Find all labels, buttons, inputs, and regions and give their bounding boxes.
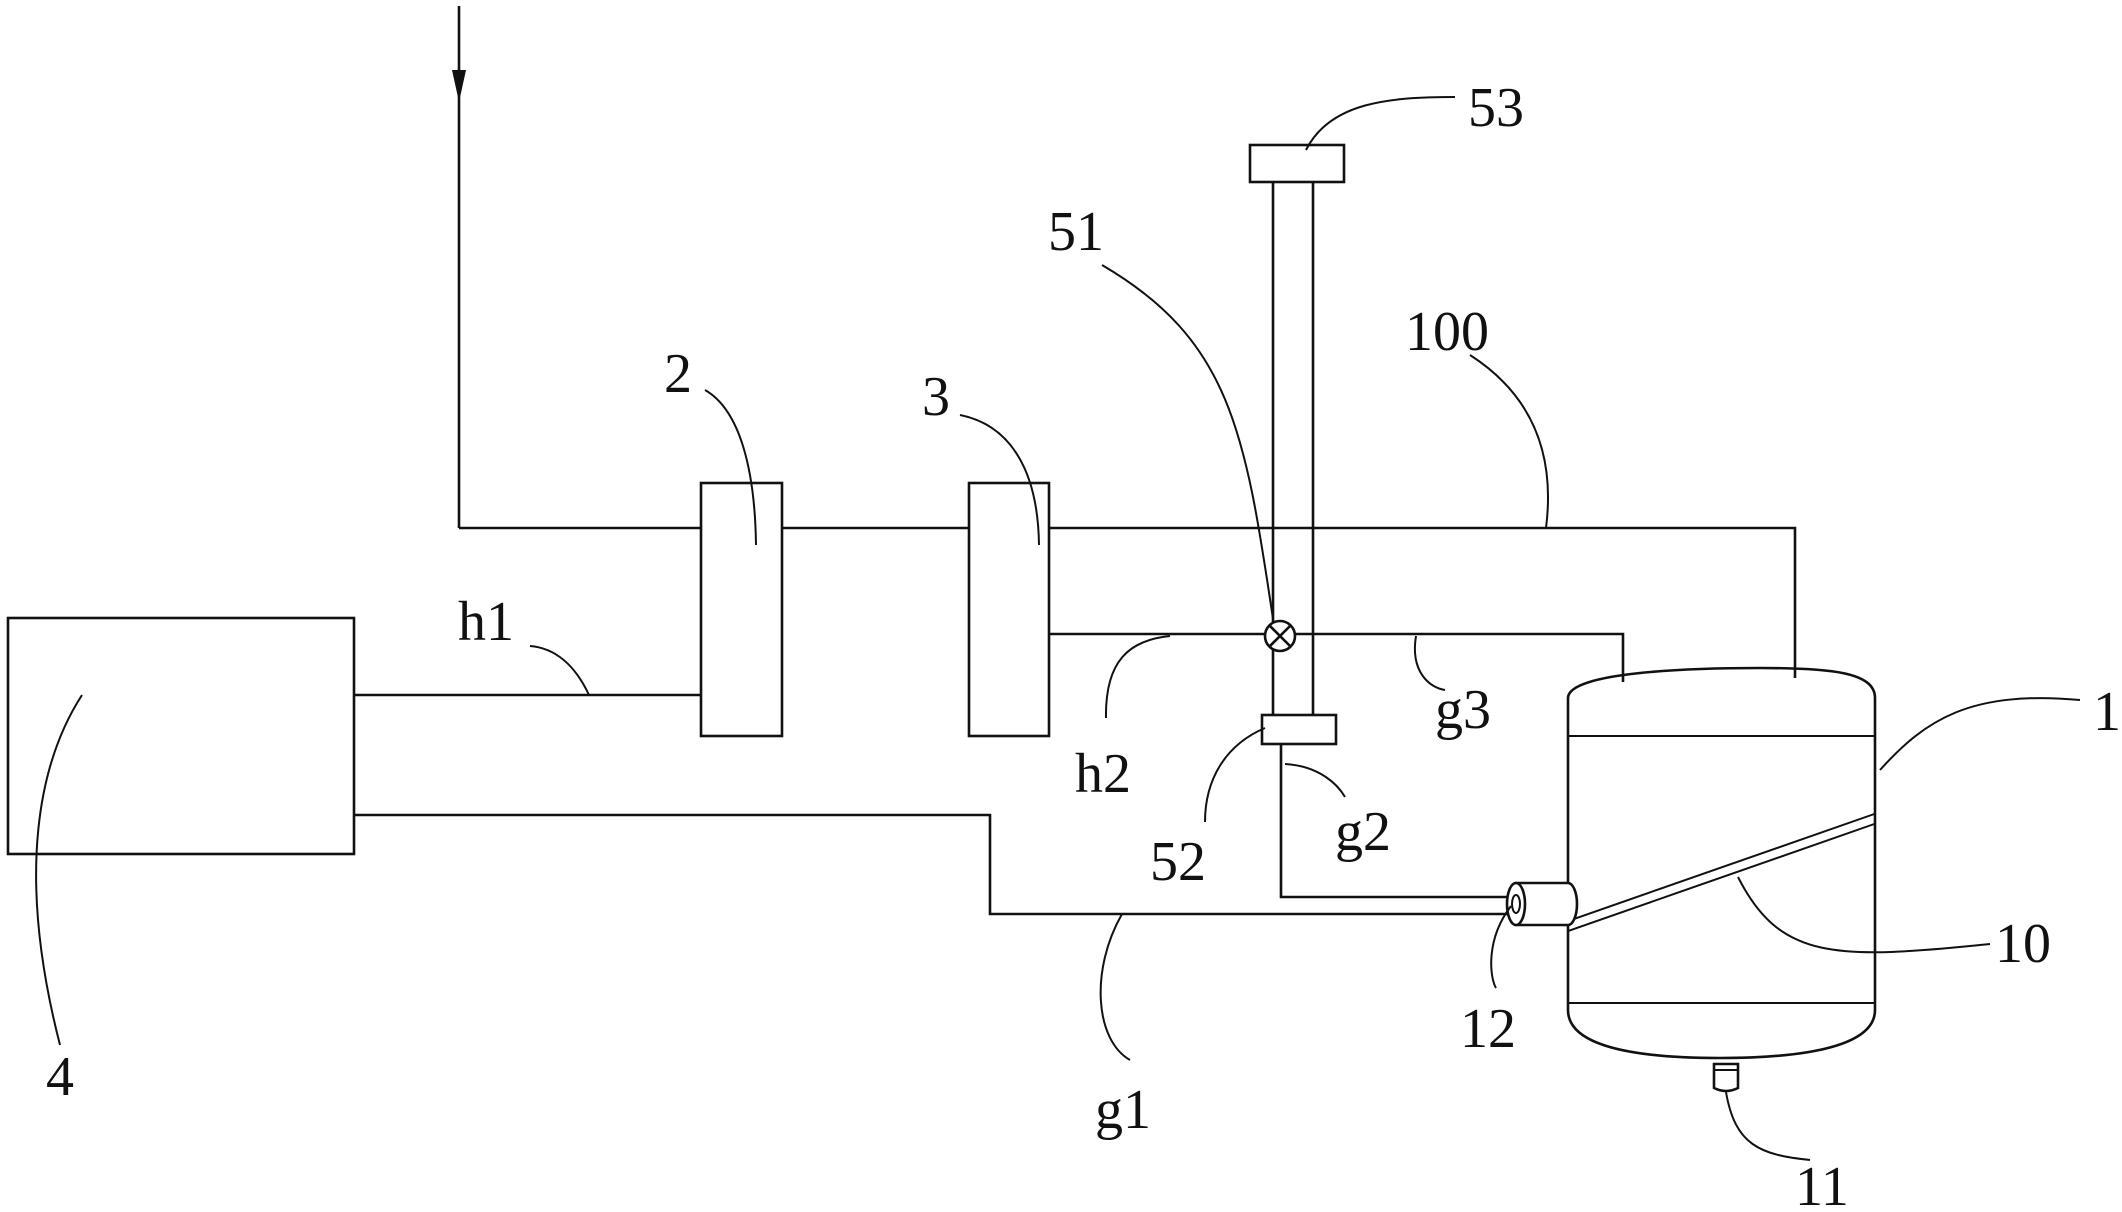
inner-plate-10 <box>1568 811 1875 932</box>
leader-h1 <box>529 645 590 696</box>
label-12: 12 <box>1460 998 1516 1060</box>
label-2: 2 <box>664 343 692 405</box>
leader-1 <box>1879 697 2081 771</box>
label-h2: h2 <box>1075 743 1131 805</box>
bottom-outlet-11 <box>1712 1062 1740 1093</box>
unit-4-box <box>6 616 356 856</box>
label-100: 100 <box>1405 301 1489 363</box>
leader-g3 <box>1413 635 1446 691</box>
label-11: 11 <box>1795 1156 1849 1212</box>
tank-1 <box>1566 666 1877 1060</box>
unit-3-box <box>967 481 1051 738</box>
top-block-53 <box>1248 143 1346 184</box>
leader-2 <box>704 389 757 546</box>
label-4: 4 <box>46 1046 74 1108</box>
leader-g2 <box>1284 763 1346 798</box>
inlet-arrow <box>452 6 466 528</box>
lower-block-52 <box>1260 713 1338 746</box>
leader-lines <box>35 96 2081 1161</box>
leader-53 <box>1305 96 1456 151</box>
label-h1: h1 <box>458 591 514 653</box>
unit-2-box <box>699 481 784 738</box>
leader-52 <box>1204 727 1266 823</box>
leader-h2 <box>1104 635 1171 719</box>
leader-10 <box>1737 876 1991 954</box>
leader-g1 <box>1099 913 1131 1061</box>
label-1: 1 <box>2093 681 2121 743</box>
label-g1: g1 <box>1095 1079 1151 1141</box>
label-g2: g2 <box>1335 801 1391 863</box>
pipe-g2 <box>1279 744 1508 899</box>
pipe-h2-g3 <box>1049 632 1625 682</box>
leader-51 <box>1101 264 1274 620</box>
side-port-12 <box>1505 881 1579 927</box>
leader-3 <box>959 414 1040 546</box>
flow-arrow-down-icon <box>452 70 466 102</box>
label-53: 53 <box>1468 77 1524 139</box>
leader-11 <box>1725 1091 1811 1161</box>
leader-12 <box>1490 905 1512 989</box>
label-g3: g3 <box>1435 679 1491 741</box>
main-pipe-100 <box>459 526 1797 678</box>
leader-4 <box>35 694 83 1046</box>
valve-51 <box>1263 619 1297 653</box>
label-52: 52 <box>1150 831 1206 893</box>
label-10: 10 <box>1995 913 2051 975</box>
label-3: 3 <box>922 366 950 428</box>
label-51: 51 <box>1048 201 1104 263</box>
pipe-g1 <box>354 813 1507 916</box>
leader-100 <box>1469 354 1549 529</box>
